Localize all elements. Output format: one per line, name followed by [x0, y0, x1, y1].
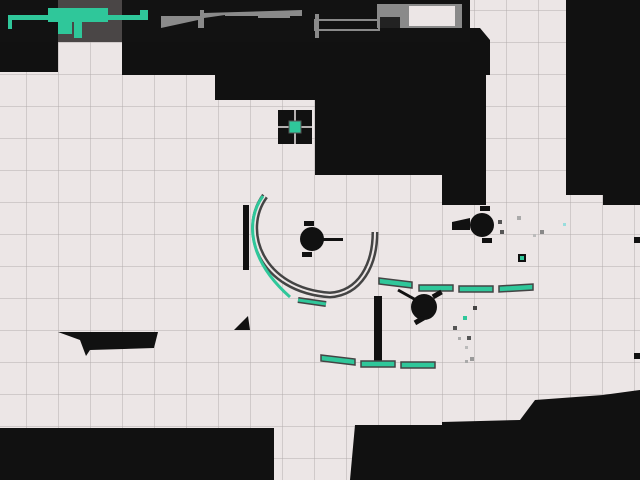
energy-barriers — [320, 277, 534, 369]
wall — [566, 0, 640, 205]
wall — [234, 316, 250, 330]
wall — [122, 28, 490, 205]
barrier — [320, 354, 356, 366]
barrier — [400, 361, 436, 369]
wall — [243, 205, 249, 270]
enemy-icon — [452, 206, 494, 243]
shotgun-icon[interactable] — [161, 10, 302, 28]
submachine-gun-icon[interactable] — [8, 8, 148, 38]
wall — [634, 353, 640, 359]
wall — [0, 428, 274, 480]
barrier — [418, 284, 454, 292]
barrier — [498, 283, 534, 293]
ammo-pickup-icon[interactable] — [518, 254, 526, 262]
ammo-crate-icon[interactable] — [278, 110, 312, 144]
barrier — [378, 277, 413, 289]
wall — [58, 332, 158, 356]
barrier — [360, 360, 396, 368]
wall — [350, 390, 640, 480]
player-icon — [300, 221, 343, 257]
rocket-launcher-icon[interactable] — [314, 4, 462, 38]
wall — [634, 237, 640, 243]
barrier — [458, 285, 494, 293]
debris-particles — [453, 216, 566, 363]
enemy-icon — [397, 288, 443, 326]
wall — [374, 296, 382, 361]
shield-arc — [251, 193, 379, 307]
